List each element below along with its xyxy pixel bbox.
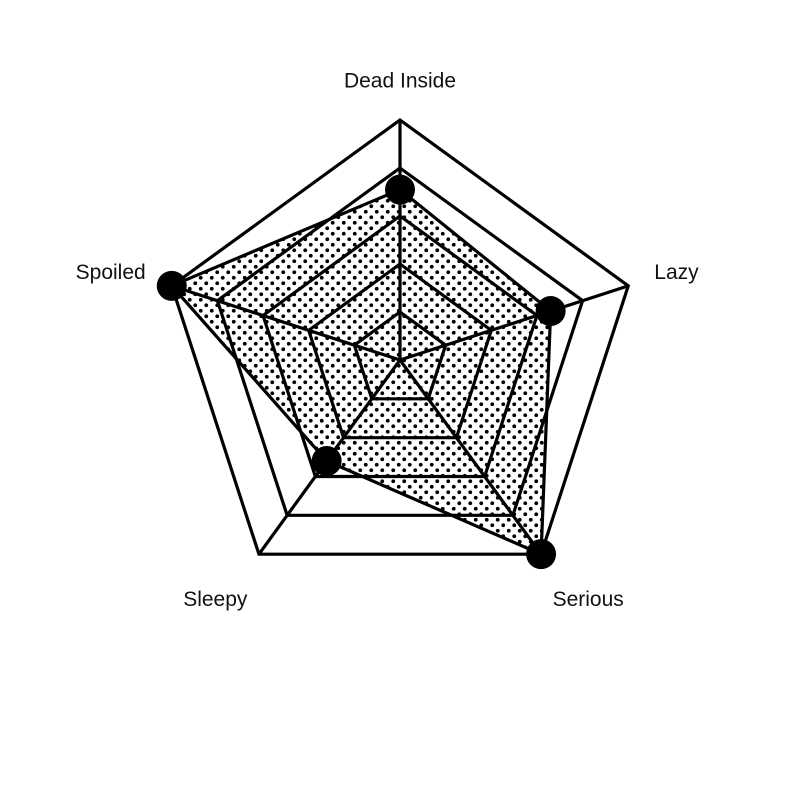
grid-ring-100 <box>169 118 631 556</box>
data-point-serious[interactable] <box>526 539 557 570</box>
axis-label-sleepy: Sleepy <box>183 588 248 611</box>
grid-ring-60 <box>261 214 539 479</box>
axis-label-spoiled: Spoiled <box>76 261 146 284</box>
spoke-lazy <box>399 284 629 362</box>
axis-label-dead-inside: Dead Inside <box>344 70 456 93</box>
data-point-lazy[interactable] <box>535 296 566 327</box>
grid-ring-40 <box>306 262 494 440</box>
radar-area <box>169 187 553 557</box>
axis-label-lazy: Lazy <box>654 261 699 284</box>
spoke-spoiled <box>171 284 401 362</box>
grid-ring-20 <box>352 310 448 401</box>
axis-label-serious: Serious <box>553 588 624 611</box>
data-point-sleepy[interactable] <box>311 445 342 476</box>
radar-grid <box>169 118 631 556</box>
grid-ring-80 <box>215 166 585 517</box>
spoke-serious <box>398 359 543 556</box>
radar-series <box>169 187 553 557</box>
data-point-spoiled[interactable] <box>156 270 187 301</box>
data-point-dead-inside[interactable] <box>385 174 415 205</box>
